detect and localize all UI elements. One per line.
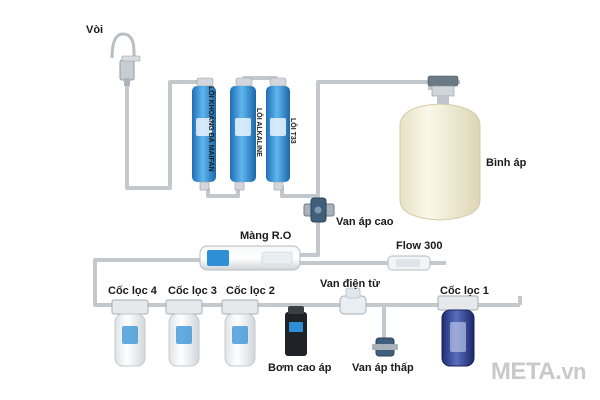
pipe-maifan-to-alkaline — [206, 186, 240, 198]
high-pressure-valve — [303, 197, 335, 223]
filter-maifan — [192, 77, 216, 191]
filter-cup-3 — [165, 299, 203, 367]
filter-cup-2-label: Cốc lọc 2 — [226, 285, 275, 297]
low-pressure-valve-label: Van áp thấp — [352, 362, 414, 374]
ro-membrane — [199, 245, 301, 271]
maifan-filter-label: LÕI KHOÁNG ĐÁ MAIFAN — [207, 86, 214, 172]
filter-t33 — [266, 77, 290, 191]
pressure-tank — [399, 75, 481, 221]
filter-alkaline — [230, 77, 256, 191]
high-pressure-valve-label: Van áp cao — [336, 216, 394, 228]
flow-restrictor — [387, 255, 431, 271]
alkaline-filter-label: LÕI ALKALINE — [255, 108, 262, 157]
pipe-faucet-to-maifan — [125, 80, 200, 190]
watermark-tld: vn — [561, 359, 586, 384]
meta-watermark: META.vn — [490, 358, 587, 386]
watermark-dot: . — [555, 358, 562, 385]
t33-filter-label: LÕI T33 — [289, 118, 296, 144]
booster-pump-label: Bơm cao áp — [268, 362, 332, 374]
filter-cup-2 — [221, 299, 259, 367]
low-pressure-valve — [372, 337, 398, 357]
filter-cup-1 — [437, 295, 479, 367]
pipe-cup4-to-ro — [93, 258, 205, 307]
pressure-tank-label: Bình áp — [486, 157, 527, 169]
solenoid-valve-label: Van điện từ — [320, 278, 380, 290]
pipe-valve-to-ro — [300, 212, 320, 257]
ro-membrane-label: Màng R.O — [240, 230, 292, 242]
faucet — [110, 32, 141, 86]
solenoid-valve — [339, 287, 367, 315]
booster-pump — [285, 306, 307, 356]
filter-cup-4 — [111, 299, 149, 367]
filter-cup-3-label: Cốc lọc 3 — [168, 285, 217, 297]
filter-cup-1-label: Cốc lọc 1 — [440, 285, 489, 297]
watermark-brand: META — [490, 358, 556, 385]
faucet-label: Vòi — [86, 24, 104, 36]
filter-cup-4-label: Cốc lọc 4 — [108, 285, 157, 297]
flow-300-label: Flow 300 — [396, 240, 443, 252]
